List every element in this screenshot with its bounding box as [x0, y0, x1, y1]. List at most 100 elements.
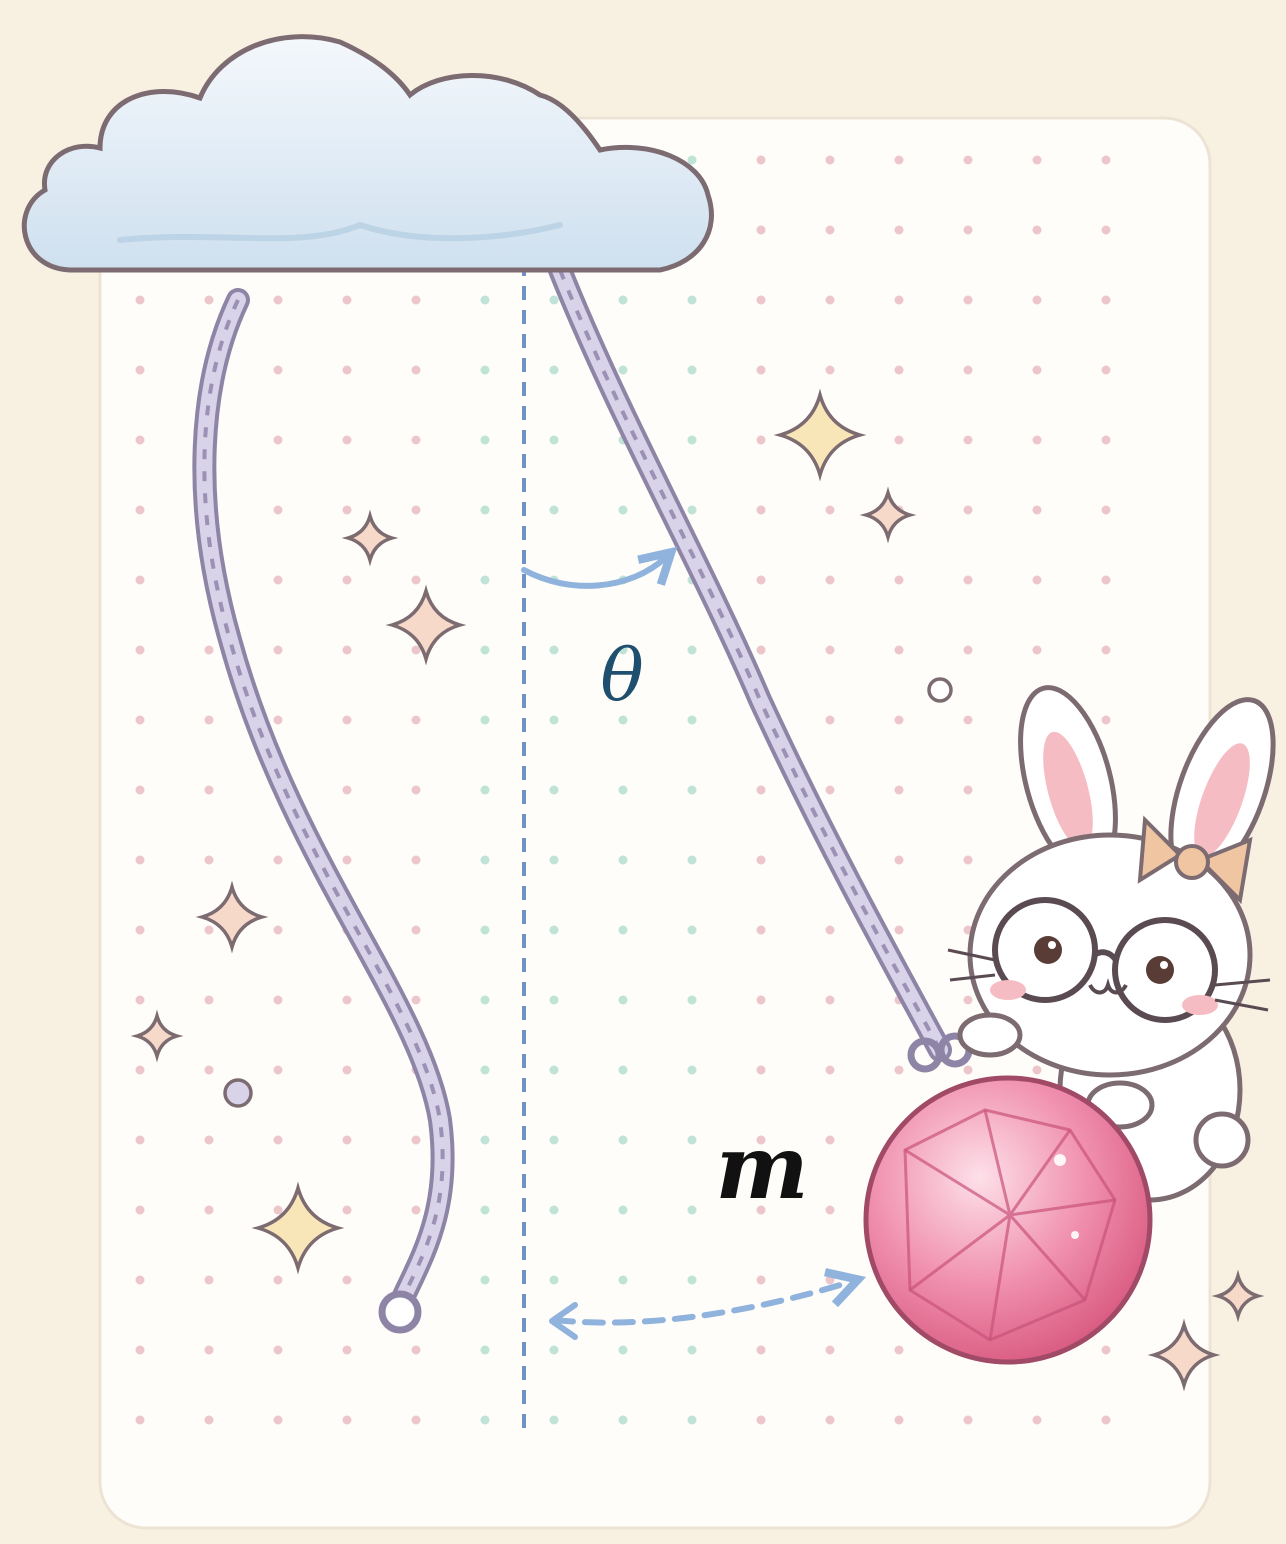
- grid-dot: [825, 155, 835, 165]
- grid-dot: [135, 1065, 145, 1075]
- grid-dot: [135, 1345, 145, 1355]
- grid-dot: [687, 645, 697, 655]
- grid-dot: [894, 435, 904, 445]
- grid-dot: [963, 855, 973, 865]
- grid-dot: [825, 1415, 835, 1425]
- grid-dot: [204, 1415, 214, 1425]
- grid-dot: [273, 715, 283, 725]
- grid-dot: [135, 1205, 145, 1215]
- grid-dot: [1101, 1415, 1111, 1425]
- grid-dot: [963, 645, 973, 655]
- grid-dot: [756, 1345, 766, 1355]
- grid-dot: [549, 925, 559, 935]
- angle-label: θ: [600, 633, 643, 717]
- grid-dot: [756, 295, 766, 305]
- grid-dot: [411, 365, 421, 375]
- grid-dot: [135, 365, 145, 375]
- grid-dot: [204, 715, 214, 725]
- grid-dot: [342, 575, 352, 585]
- grid-dot: [480, 575, 490, 585]
- grid-dot: [204, 1065, 214, 1075]
- grid-dot: [411, 1345, 421, 1355]
- grid-dot: [618, 785, 628, 795]
- sparkle-icon: [130, 1009, 184, 1063]
- grid-dot: [894, 645, 904, 655]
- grid-dot: [825, 1205, 835, 1215]
- grid-dot: [549, 1275, 559, 1285]
- grid-dot: [411, 1205, 421, 1215]
- grid-dot: [480, 435, 490, 445]
- grid-dot: [1032, 435, 1042, 445]
- grid-dot: [342, 1065, 352, 1075]
- grid-dot: [342, 1345, 352, 1355]
- grid-dot: [825, 645, 835, 655]
- grid-dot: [480, 925, 490, 935]
- grid-dot: [963, 1415, 973, 1425]
- grid-dot: [1032, 575, 1042, 585]
- grid-dot: [825, 1065, 835, 1075]
- grid-dot: [825, 575, 835, 585]
- grid-dot: [135, 925, 145, 935]
- grid-dot: [342, 1205, 352, 1215]
- grid-dot: [618, 365, 628, 375]
- grid-dot: [894, 225, 904, 235]
- grid-dot: [135, 505, 145, 515]
- grid-dot: [135, 645, 145, 655]
- bow-icon: [1137, 815, 1253, 905]
- grid-dot: [342, 365, 352, 375]
- grid-dot: [687, 1135, 697, 1145]
- grid-dot: [825, 1135, 835, 1145]
- grid-dot: [273, 295, 283, 305]
- grid-dot: [618, 1205, 628, 1215]
- grid-dot: [135, 1415, 145, 1425]
- grid-dot: [1032, 645, 1042, 655]
- grid-dot: [549, 1065, 559, 1075]
- grid-dot: [480, 1415, 490, 1425]
- grid-dot: [618, 1415, 628, 1425]
- grid-dot: [756, 855, 766, 865]
- grid-dot: [756, 505, 766, 515]
- grid-dot: [549, 365, 559, 375]
- grid-dot: [687, 785, 697, 795]
- grid-dot: [894, 155, 904, 165]
- grid-dot: [825, 1275, 835, 1285]
- grid-dot: [411, 715, 421, 725]
- grid-dot: [273, 505, 283, 515]
- grid-dot: [687, 855, 697, 865]
- grid-dot: [204, 645, 214, 655]
- grid-dot: [825, 295, 835, 305]
- grid-dot: [894, 1065, 904, 1075]
- grid-dot: [963, 295, 973, 305]
- grid-dot: [756, 925, 766, 935]
- grid-dot: [273, 645, 283, 655]
- grid-dot: [618, 995, 628, 1005]
- grid-dot: [894, 925, 904, 935]
- grid-dot: [1101, 575, 1111, 585]
- grid-dot: [756, 435, 766, 445]
- grid-dot: [687, 435, 697, 445]
- dot-grid: [135, 155, 1111, 1425]
- grid-dot: [411, 505, 421, 515]
- grid-dot: [1101, 645, 1111, 655]
- grid-dot: [549, 435, 559, 445]
- grid-dot: [273, 1345, 283, 1355]
- grid-dot: [618, 645, 628, 655]
- sparkle-icon: [773, 388, 867, 482]
- grid-dot: [342, 715, 352, 725]
- grid-dot: [1032, 1065, 1042, 1075]
- grid-dot: [687, 155, 697, 165]
- grid-dot: [825, 715, 835, 725]
- grid-dot: [963, 785, 973, 795]
- grid-dot: [894, 715, 904, 725]
- grid-dot: [1032, 1415, 1042, 1425]
- grid-dot: [135, 1275, 145, 1285]
- grid-dot: [618, 925, 628, 935]
- grid-dot: [825, 785, 835, 795]
- grid-dot: [687, 1065, 697, 1075]
- grid-dot: [480, 1275, 490, 1285]
- rope-end-ring: [378, 1290, 422, 1334]
- grid-dot: [273, 575, 283, 585]
- grid-dot: [963, 995, 973, 1005]
- grid-dot: [756, 1205, 766, 1215]
- grid-dot: [342, 295, 352, 305]
